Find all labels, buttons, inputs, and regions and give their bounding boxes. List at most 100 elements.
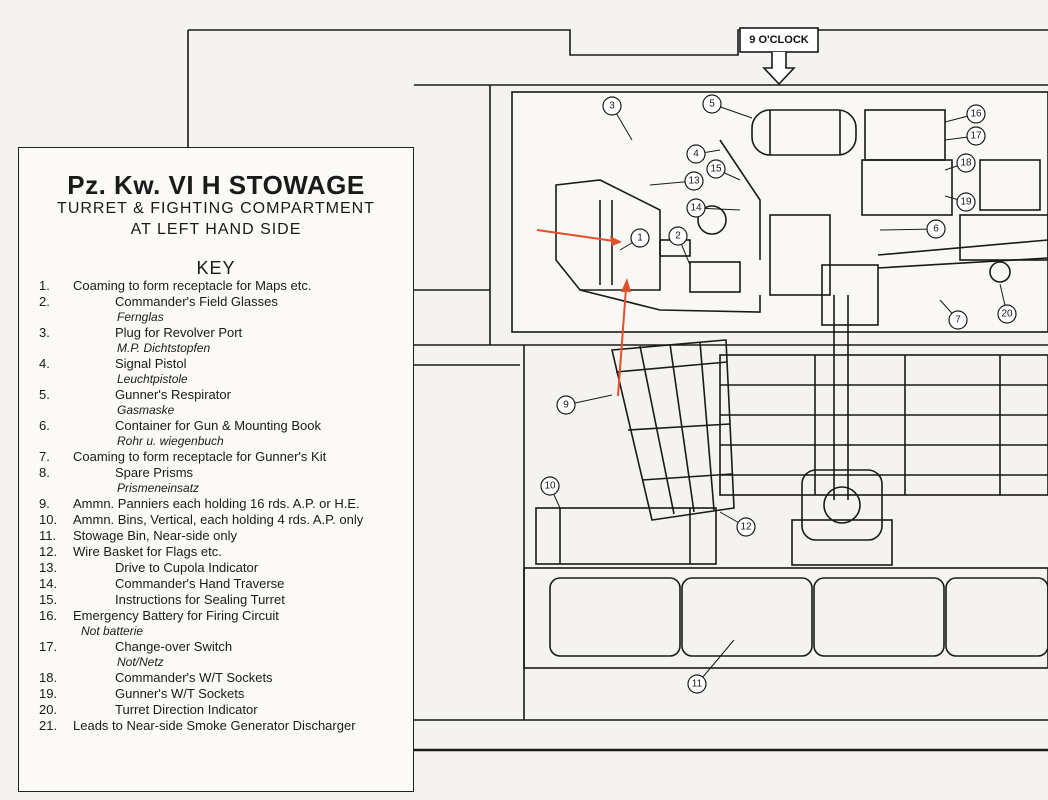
key-item-text: Plug for Revolver Port: [115, 325, 243, 340]
key-item-text: Spare Prisms: [115, 465, 194, 480]
key-item-number: 17.: [39, 639, 58, 654]
key-item-text: Ammn. Bins, Vertical, each holding 4 rds…: [73, 512, 364, 527]
key-item-number: 19.: [39, 686, 58, 701]
ammo-panniers: [719, 354, 1048, 496]
callout-circle: [956, 153, 976, 173]
key-subtitle-line1: TURRET & FIGHTING COMPARTMENT: [57, 200, 375, 217]
callout-circle: [736, 517, 756, 537]
callout-number: 17: [970, 131, 982, 142]
key-item-number: 7.: [39, 449, 50, 464]
callout-circle: [966, 104, 986, 124]
key-item-text: Signal Pistol: [115, 356, 187, 371]
callout-circle: [956, 192, 976, 212]
key-item-number: 3.: [39, 325, 50, 340]
callout-circle: [997, 304, 1017, 324]
callout-circle: [668, 226, 688, 246]
key-item-number: 21.: [39, 718, 58, 733]
callout-number: 7: [955, 315, 961, 326]
callout-number: 19: [960, 197, 972, 208]
key-item-subtext: M.P. Dichtstopfen: [117, 341, 211, 355]
callout-circle: [684, 171, 704, 191]
key-item-number: 12.: [39, 544, 58, 559]
down-arrow-icon: [762, 52, 796, 86]
arrow-line-2: [617, 287, 627, 397]
callout-circle: [686, 198, 706, 218]
gun-mounting: [769, 214, 1048, 566]
orange-arrows: [536, 229, 631, 397]
callout-15: 15: [706, 159, 726, 179]
key-item-number: 18.: [39, 670, 58, 685]
key-item-subtext: Not batterie: [81, 624, 144, 638]
callout-16: 16: [966, 104, 986, 124]
callout-number: 18: [960, 158, 972, 169]
callout-number: 5: [709, 99, 715, 110]
hand-traverse-shape: [719, 139, 761, 260]
traverse-wheel: [697, 205, 727, 235]
callout-9: 9: [556, 395, 576, 415]
key-item-text: Drive to Cupola Indicator: [115, 560, 259, 575]
key-item-subtext: Prismeneinsatz: [117, 481, 200, 495]
callout-10: 10: [540, 476, 560, 496]
key-item-subtext: Not/Netz: [117, 655, 164, 669]
callout-number: 14: [690, 203, 702, 214]
callout-17: 17: [966, 126, 986, 146]
callout-circle: [702, 94, 722, 114]
callout-circle: [926, 219, 946, 239]
key-item-text: Change-over Switch: [115, 639, 233, 654]
clock-marker: 9 O'CLOCK: [739, 27, 819, 86]
key-item-text: Instructions for Sealing Turret: [115, 592, 285, 607]
key-item-subtext: Leuchtpistole: [117, 372, 188, 386]
key-item-text: Commander's W/T Sockets: [115, 670, 273, 685]
callout-11: 11: [687, 674, 707, 694]
arrow-head-2-icon: [621, 278, 631, 292]
key-item-text: Turret Direction Indicator: [115, 702, 258, 717]
key-item-number: 2.: [39, 294, 50, 309]
key-item-number: 4.: [39, 356, 50, 371]
arrow-line-1: [536, 229, 615, 242]
key-item-number: 16.: [39, 608, 58, 623]
callout-1: 1: [630, 228, 650, 248]
turret-interior: [511, 91, 1048, 333]
callout-7: 7: [948, 310, 968, 330]
key-item-text: Emergency Battery for Firing Circuit: [73, 608, 279, 623]
callout-number: 10: [544, 481, 556, 492]
key-card: Pz. Kw. VI H STOWAGE TURRET & FIGHTING C…: [18, 147, 414, 792]
callout-14: 14: [686, 198, 706, 218]
callout-number: 13: [688, 176, 700, 187]
turret-outline: [188, 29, 1048, 56]
callout-circle: [966, 126, 986, 146]
callout-number: 6: [933, 224, 939, 235]
callout-circle: [630, 228, 650, 248]
key-item-number: 14.: [39, 576, 58, 591]
callout-number: 12: [740, 522, 752, 533]
key-item-subtext: Gasmaske: [117, 403, 175, 417]
callout-circle: [540, 476, 560, 496]
key-item-text: Stowage Bin, Near-side only: [73, 528, 238, 543]
key-item-number: 1.: [39, 278, 50, 293]
key-item-subtext: Fernglas: [117, 310, 164, 324]
callout-20: 20: [997, 304, 1017, 324]
callout-circle: [706, 159, 726, 179]
key-item-text: Wire Basket for Flags etc.: [73, 544, 222, 559]
key-item-number: 6.: [39, 418, 50, 433]
key-item-text: Commander's Hand Traverse: [115, 576, 285, 591]
key-item-number: 9.: [39, 496, 50, 511]
key-item-text: Ammn. Panniers each holding 16 rds. A.P.…: [73, 496, 360, 511]
battery-box: [861, 109, 1048, 283]
key-item-number: 8.: [39, 465, 50, 480]
callout-number: 15: [710, 164, 722, 175]
key-item-text: Leads to Near-side Smoke Generator Disch…: [73, 718, 356, 733]
key-item-text: Coaming to form receptacle for Maps etc.: [73, 278, 312, 293]
key-subtitle-line2: AT LEFT HAND SIDE: [130, 221, 302, 238]
callout-number: 4: [693, 149, 699, 160]
gunners-respirator-shape: [751, 109, 857, 156]
wire-basket: [611, 339, 735, 521]
callout-number: 20: [1001, 309, 1013, 320]
key-item-number: 5.: [39, 387, 50, 402]
callout-12: 12: [736, 517, 756, 537]
callout-number: 3: [609, 101, 615, 112]
key-item-number: 10.: [39, 512, 58, 527]
